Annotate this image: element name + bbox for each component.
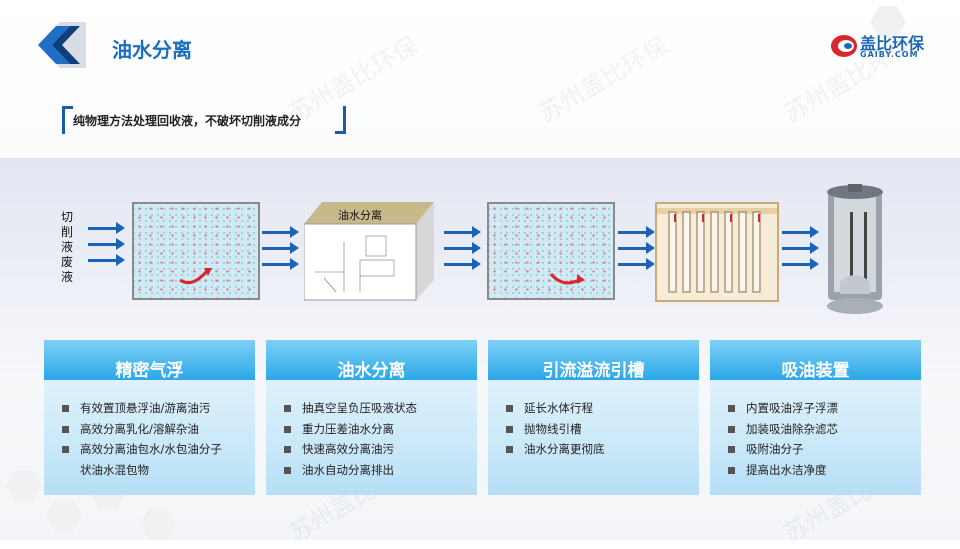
separator-box-label: 油水分离 <box>338 209 382 222</box>
brand-url: GAIBY.COM <box>860 50 919 59</box>
column-title: 精密气浮 <box>115 361 184 381</box>
flow-arrows <box>618 218 655 279</box>
feature-column-separation: 油水分离 抽真空呈负压吸液状态 重力压差油水分离 快速高效分离油污 油水自动分离… <box>266 340 477 495</box>
brand-logo: 盖比环保 GAIBY.COM <box>830 28 930 64</box>
flotation-tank-illustration <box>132 202 260 300</box>
list-item: 高效分离油包水/水包油分子 <box>62 439 222 460</box>
feature-list: 延长水体行程 抛物线引槽 油水分离更彻底 <box>506 398 605 460</box>
subtitle-box: 纯物理方法处理回收液，不破坏切削液成分 <box>62 106 346 134</box>
arrow-icon <box>444 258 481 270</box>
column-title: 引流溢流引槽 <box>542 361 645 381</box>
feature-column-overflow: 引流溢流引槽 延长水体行程 抛物线引槽 油水分离更彻底 <box>488 340 699 495</box>
arrow-icon <box>618 258 655 270</box>
list-item-continuation: 状油水混包物 <box>80 462 149 477</box>
input-label: 切削液废液 <box>60 210 73 284</box>
arrow-icon <box>262 242 299 254</box>
list-item: 油水自动分离排出 <box>284 460 417 481</box>
column-body: 延长水体行程 抛物线引槽 油水分离更彻底 <box>488 380 699 495</box>
subtitle: 纯物理方法处理回收液，不破坏切削液成分 <box>73 114 302 128</box>
list-item: 加装吸油除杂滤芯 <box>728 419 838 440</box>
flow-arrows <box>88 214 125 275</box>
feature-list: 抽真空呈负压吸液状态 重力压差油水分离 快速高效分离油污 油水自动分离排出 <box>284 398 417 480</box>
corner-chevron-logo <box>38 22 86 68</box>
column-body: 有效置顶悬浮油/游离油污 高效分离乳化/溶解杂油 高效分离油包水/水包油分子 状… <box>44 380 255 495</box>
list-item: 吸附油分子 <box>728 439 838 460</box>
brand-name: 盖比环保 <box>860 34 925 53</box>
list-item: 延长水体行程 <box>506 398 605 419</box>
list-item: 高效分离乳化/溶解杂油 <box>62 419 222 440</box>
decor-hexagon <box>140 508 176 540</box>
flow-arrows <box>444 218 481 279</box>
list-item: 油水分离更彻底 <box>506 439 605 460</box>
feature-list: 有效置顶悬浮油/游离油污 高效分离乳化/溶解杂油 高效分离油包水/水包油分子 状… <box>62 398 222 480</box>
arrow-icon <box>262 226 299 238</box>
flow-arrows <box>262 218 299 279</box>
feature-column-oil-absorption: 吸油装置 内置吸油浮子浮漂 加装吸油除杂滤芯 吸附油分子 提高出水洁净度 <box>710 340 921 495</box>
arrow-icon <box>618 226 655 238</box>
arrow-icon <box>618 242 655 254</box>
list-item: 抽真空呈负压吸液状态 <box>284 398 417 419</box>
column-body: 内置吸油浮子浮漂 加装吸油除杂滤芯 吸附油分子 提高出水洁净度 <box>710 380 921 495</box>
page-title: 油水分离 <box>112 38 192 62</box>
arrow-icon <box>444 242 481 254</box>
overflow-tank-illustration <box>487 202 615 300</box>
arrow-icon <box>88 254 125 266</box>
column-header: 引流溢流引槽 <box>488 340 699 381</box>
decor-hexagon <box>46 500 82 532</box>
oil-skimmer-device-illustration <box>827 184 883 314</box>
column-header: 吸油装置 <box>710 340 921 381</box>
column-header: 精密气浮 <box>44 340 255 381</box>
flow-arrows <box>782 218 819 279</box>
list-item: 重力压差油水分离 <box>284 419 417 440</box>
arrow-icon <box>782 242 819 254</box>
column-title: 吸油装置 <box>781 361 850 381</box>
separator-box-illustration <box>304 202 434 301</box>
arrow-icon <box>782 258 819 270</box>
column-body: 抽真空呈负压吸液状态 重力压差油水分离 快速高效分离油污 油水自动分离排出 <box>266 380 477 495</box>
arrow-icon <box>88 238 125 250</box>
swirl-arrow-icon <box>179 268 212 285</box>
watermark: 苏州盖比环保 <box>533 31 673 128</box>
list-item: 抛物线引槽 <box>506 419 605 440</box>
list-item: 有效置顶悬浮油/游离油污 <box>62 398 222 419</box>
list-item: 快速高效分离油污 <box>284 439 417 460</box>
feature-column-flotation: 精密气浮 有效置顶悬浮油/游离油污 高效分离乳化/溶解杂油 高效分离油包水/水包… <box>44 340 255 495</box>
brand-emblem-icon <box>831 35 857 57</box>
column-title: 油水分离 <box>337 361 406 381</box>
list-item: 内置吸油浮子浮漂 <box>728 398 838 419</box>
feature-list: 内置吸油浮子浮漂 加装吸油除杂滤芯 吸附油分子 提高出水洁净度 <box>728 398 838 480</box>
decor-hexagon <box>6 470 42 502</box>
arrow-icon <box>444 226 481 238</box>
arrow-icon <box>262 258 299 270</box>
arrow-icon <box>88 222 125 234</box>
oil-absorbing-plates-illustration <box>655 202 779 302</box>
list-item: 提高出水洁净度 <box>728 460 838 481</box>
arrow-icon <box>782 226 819 238</box>
swirl-arrow-icon <box>549 272 585 285</box>
column-header: 油水分离 <box>266 340 477 381</box>
